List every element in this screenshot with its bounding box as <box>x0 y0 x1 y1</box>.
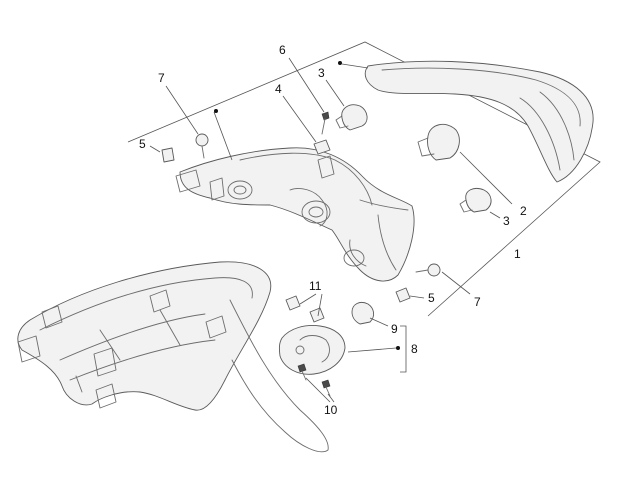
part-labels: 6 3 7 4 5 2 3 1 5 7 11 9 8 10 <box>139 43 527 417</box>
label-3-upper: 3 <box>318 66 325 80</box>
screw-10a <box>297 363 307 381</box>
clip-5-upper <box>161 147 175 163</box>
nut-clip-4 <box>313 139 331 155</box>
label-5-upper: 5 <box>139 137 146 151</box>
label-5-lower: 5 <box>428 291 435 305</box>
screw-7-lower <box>415 263 441 277</box>
screw-7-upper <box>195 133 209 159</box>
label-11: 11 <box>309 279 322 293</box>
label-1: 1 <box>514 247 521 261</box>
screw-6 <box>321 111 330 135</box>
tail-lamp-housing <box>175 147 415 282</box>
nut-11b <box>309 307 325 323</box>
bulb-upper <box>335 104 368 131</box>
label-2: 2 <box>520 204 527 218</box>
clip-5-lower <box>395 287 411 303</box>
leader-lines <box>149 57 513 403</box>
assembly-1-frame <box>127 41 601 317</box>
label-6: 6 <box>279 43 286 57</box>
screw-10b <box>321 379 331 397</box>
bulb-large <box>417 123 460 161</box>
label-10: 10 <box>324 403 338 417</box>
plate-light-8 <box>278 325 346 375</box>
label-7-upper: 7 <box>158 71 165 85</box>
label-4: 4 <box>275 82 282 96</box>
leader-dots <box>214 61 400 350</box>
rear-carrier <box>17 261 329 453</box>
label-3-lower: 3 <box>503 214 510 228</box>
label-9: 9 <box>391 322 398 336</box>
bulb-9 <box>351 301 375 325</box>
nut-11a <box>285 295 301 311</box>
bulb-lower <box>459 188 492 213</box>
label-8: 8 <box>411 342 418 356</box>
tail-lamp-lens <box>364 60 594 183</box>
label-7-lower: 7 <box>474 295 481 309</box>
